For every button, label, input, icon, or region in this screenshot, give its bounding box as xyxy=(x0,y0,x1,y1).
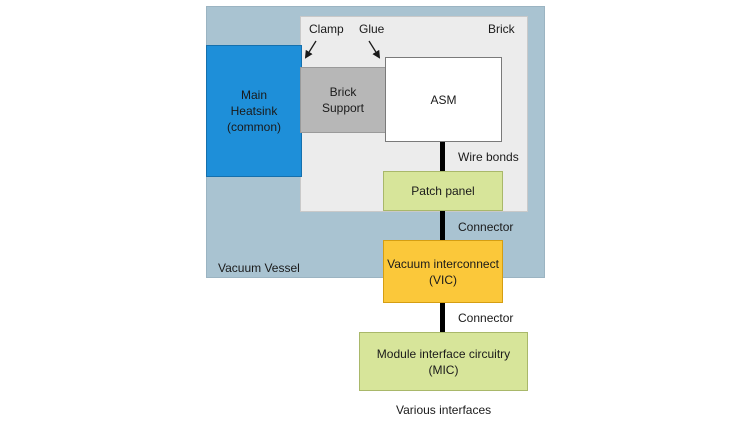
vic-box: Vacuum interconnect (VIC) xyxy=(383,240,503,303)
patch-panel-box: Patch panel xyxy=(383,171,503,211)
glue-arrow xyxy=(368,40,381,59)
main-heatsink-box: Main Heatsink (common) xyxy=(206,45,302,177)
asm-box: ASM xyxy=(385,57,502,142)
connector-link-top xyxy=(440,211,445,240)
mic-box: Module interface circuitry (MIC) xyxy=(359,332,528,391)
wire-bonds-link xyxy=(440,142,445,171)
brick-support-box: Brick Support xyxy=(300,67,386,133)
brick-label: Brick xyxy=(488,22,515,36)
connector-label-top: Connector xyxy=(458,220,514,234)
connector-label-bottom: Connector xyxy=(458,311,514,325)
various-interfaces-label: Various interfaces xyxy=(396,403,492,417)
clamp-label: Clamp xyxy=(309,22,344,36)
wire-bonds-label: Wire bonds xyxy=(458,150,519,164)
vacuum-vessel-label: Vacuum Vessel xyxy=(218,261,300,275)
connector-link-bottom xyxy=(440,303,445,332)
clamp-arrow xyxy=(304,40,317,59)
glue-label: Glue xyxy=(359,22,385,36)
